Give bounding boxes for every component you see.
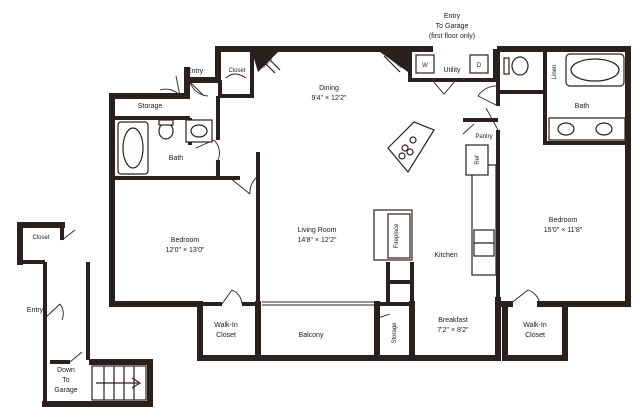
bedroom-right-dims: 15'0" × 11'8" bbox=[544, 227, 583, 234]
utility-label: Utility bbox=[443, 67, 461, 74]
balcony-label: Balcony bbox=[299, 332, 324, 339]
storage-top-label: Storage bbox=[138, 103, 163, 110]
living-name: Living Room bbox=[298, 227, 337, 234]
dining-corners bbox=[252, 52, 408, 74]
walkin-right-line1: Walk-In bbox=[523, 322, 547, 329]
utility-fixtures bbox=[415, 54, 489, 74]
washer-label: W bbox=[422, 63, 428, 69]
down-garage-line2: To bbox=[62, 377, 70, 384]
stairs bbox=[91, 365, 147, 401]
linen-label: Linen bbox=[552, 65, 558, 80]
ref-label: Ref bbox=[475, 155, 481, 165]
entry-garage-label-2: To Garage bbox=[436, 23, 469, 30]
entry-stair-label: Entry bbox=[27, 307, 44, 314]
bedroom-left-dims: 12'0" × 13'0" bbox=[166, 247, 205, 254]
windows bbox=[140, 301, 624, 357]
bedroom-right-name: Bedroom bbox=[549, 217, 578, 224]
dining-dims: 9'4" × 12'2" bbox=[311, 95, 347, 102]
doors bbox=[44, 73, 541, 363]
entry-garage-label-3: (first floor only) bbox=[429, 33, 475, 40]
fireplace-label: Fireplace bbox=[394, 223, 400, 248]
storage-bottom-label: Storage bbox=[392, 322, 398, 344]
pantry-label: Pantry bbox=[475, 134, 492, 140]
entry-main-label: Entry bbox=[187, 68, 204, 75]
entry-garage-label-1: Entry bbox=[444, 13, 461, 20]
down-garage-line1: Down bbox=[57, 367, 75, 374]
breakfast-dims: 7'2" × 8'2" bbox=[437, 327, 469, 334]
left-bath-fixtures bbox=[117, 119, 213, 175]
bedroom-left-name: Bedroom bbox=[171, 237, 200, 244]
breakfast-name: Breakfast bbox=[438, 317, 468, 324]
kitchen-label: Kitchen bbox=[434, 252, 457, 259]
walkin-left-line1: Walk-In bbox=[214, 322, 238, 329]
kitchen-fixtures bbox=[373, 121, 497, 276]
living-dims: 14'8" × 12'2" bbox=[298, 237, 337, 244]
bath-right-label: Bath bbox=[575, 103, 590, 110]
dining-name: Dining bbox=[319, 85, 339, 92]
walkin-right-line2: Closet bbox=[525, 332, 545, 339]
exterior-walls bbox=[109, 46, 631, 361]
dryer-label: D bbox=[477, 63, 482, 69]
right-bath-fixtures bbox=[503, 53, 626, 141]
bath-left-label: Bath bbox=[169, 155, 184, 162]
closet-top-label: Closet bbox=[228, 68, 245, 74]
closet-stair-label: Closet bbox=[32, 235, 49, 241]
walkin-left-line2: Closet bbox=[216, 332, 236, 339]
stair-entry-block bbox=[17, 222, 153, 407]
interior-walls bbox=[110, 49, 628, 306]
down-garage-line3: Garage bbox=[54, 387, 77, 394]
